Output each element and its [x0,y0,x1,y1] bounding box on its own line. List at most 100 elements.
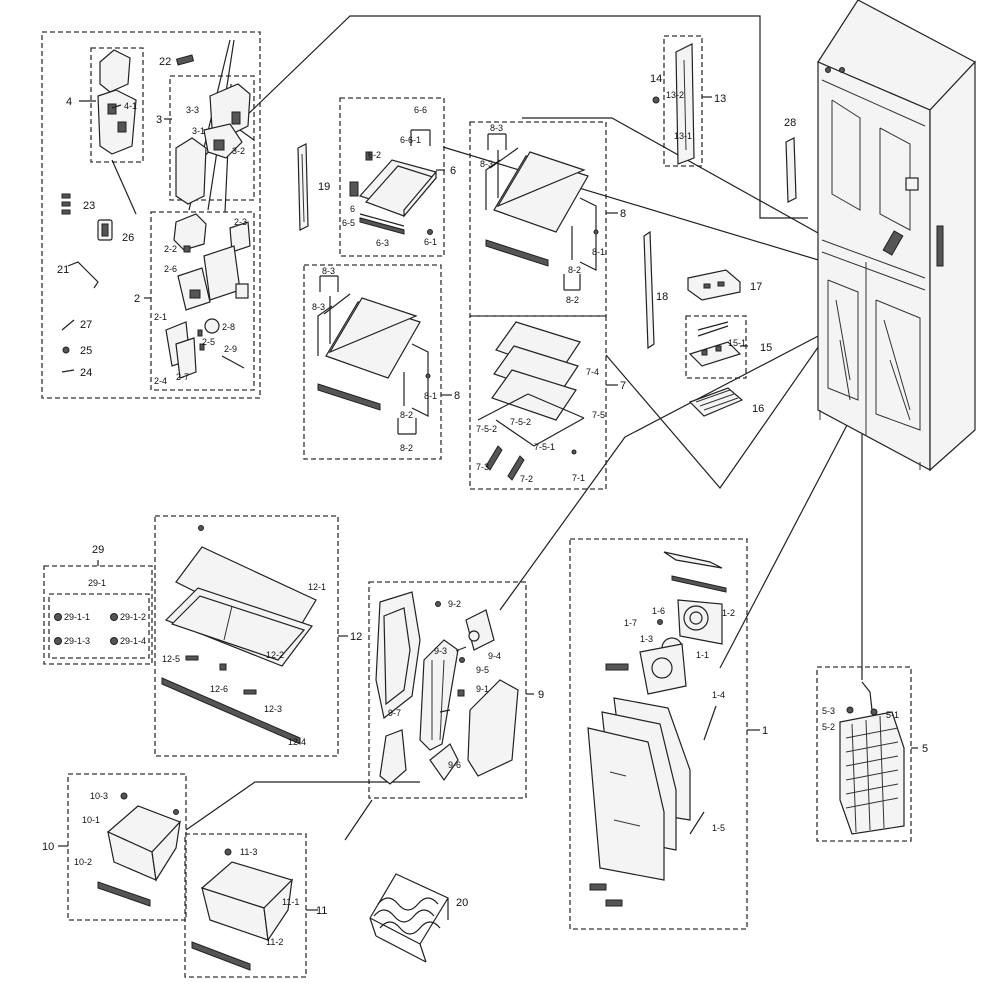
part-6-shelf [349,151,438,235]
label-10-1: 10-1 [82,815,100,825]
part-16-grille [688,387,744,417]
label-2-5: 2-5 [202,337,215,347]
label-29-1-4: 29-1-4 [120,636,146,646]
part-17-cover [687,269,741,301]
label-6-inner: 6 [350,204,355,214]
label-9-1: 9-1 [476,684,489,694]
label-12-1: 12-1 [308,582,326,592]
label-1-4: 1-4 [712,690,725,700]
group-box-12 [154,515,339,757]
label-15: 15 [760,342,772,354]
misc-small-parts [61,193,113,373]
label-25: 25 [80,345,92,357]
part-8-shelf-top [485,147,599,271]
part-2-dispenser-assy [165,213,251,379]
part-10-crisper-drawer [97,792,182,907]
label-9-4: 9-4 [488,651,501,661]
label-13: 13 [714,93,726,105]
part-5-evaporator [839,681,905,835]
label-6: 6 [450,165,456,177]
label-23: 23 [83,200,95,212]
group-box-ice-maker [41,31,261,399]
label-8-3-top: 8-3 [490,123,503,133]
label-3-3: 3-3 [186,105,199,115]
group-box-1 [569,538,748,930]
label-11-3: 11-3 [240,847,257,857]
label-7-5-2-b: 7-5-2 [476,424,497,434]
group-box-13 [663,35,703,167]
label-5: 5 [922,743,928,755]
label-27: 27 [80,319,92,331]
label-2-6: 2-6 [164,264,177,274]
leader-lines [58,96,918,911]
label-13-2: 13-2 [666,90,684,100]
label-3-2: 3-2 [232,146,245,156]
label-5-3: 5-3 [822,706,835,716]
label-9-2: 9-2 [448,599,461,609]
label-12-3: 12-3 [264,704,282,714]
part-29-magnets [54,613,118,645]
label-8-bottom: 8 [454,390,460,402]
label-1: 1 [762,725,768,737]
label-9-3: 9-3 [434,646,447,656]
part-28-trim [785,137,797,203]
label-7: 7 [620,380,626,392]
label-8-3-bottom: 8-3 [322,266,335,276]
label-17: 17 [750,281,762,293]
group-box-5 [816,666,912,842]
group-box-10 [67,773,187,921]
group-box-7 [469,315,607,490]
label-6-5: 6-5 [342,218,355,228]
label-1-6: 1-6 [652,606,665,616]
label-10-2: 10-2 [74,857,92,867]
label-2-7: 2-7 [176,372,189,382]
connector-lines [111,15,881,841]
part-19-trim [297,143,309,231]
label-8-1-bottom: 8-1 [424,391,437,401]
part-3-ice-maker [175,83,251,205]
label-6-6: 6-6 [414,105,427,115]
label-8-2-bottom: 8-2 [400,410,413,420]
label-29-1-2: 29-1-2 [120,612,146,622]
label-10: 10 [42,841,54,853]
label-22: 22 [159,56,171,68]
group-box-8-bottom [303,264,442,460]
label-2-9: 2-9 [224,344,237,354]
part-18-trim [643,230,655,350]
label-26: 26 [122,232,134,244]
label-6-2: 6-2 [368,150,381,160]
group-box-2 [150,211,255,391]
label-8-2-top-b: 8-2 [566,295,579,305]
part-labels: 4 4-1 22 3 3-3 3-1 3-2 23 26 21 2 2-3 2-… [42,56,928,947]
label-9-6: 9-6 [448,760,461,770]
label-8-3-bottom-b: 8-3 [312,302,325,312]
label-21: 21 [57,264,69,276]
group-box-6 [339,97,445,257]
label-7-3: 7-3 [476,462,489,472]
label-6-6-1: 6-6-1 [400,135,421,145]
label-2-4: 2-4 [154,376,167,386]
label-20: 20 [456,897,468,909]
label-5-1: 5-1 [886,710,899,720]
label-1-7: 1-7 [624,618,637,628]
label-16: 16 [752,403,764,415]
part-11-crisper-drawer [191,848,294,971]
label-7-2: 7-2 [520,474,533,484]
label-4: 4 [66,96,72,108]
part-12-drawer-cover [161,525,317,745]
label-7-4: 7-4 [586,367,599,377]
label-10-3: 10-3 [90,791,108,801]
label-7-1: 7-1 [572,473,585,483]
label-12-6: 12-6 [210,684,228,694]
group-box-15 [685,315,747,379]
label-12-2: 12-2 [266,650,284,660]
label-2-2: 2-2 [164,244,177,254]
group-box-11 [184,833,307,978]
part-9-dispenser-duct [375,591,519,785]
label-4-1: 4-1 [124,101,137,111]
label-18: 18 [656,291,668,303]
label-19: 19 [318,181,330,193]
part-20-wine-rack [369,873,449,963]
label-7-5-1: 7-5-1 [534,442,555,452]
